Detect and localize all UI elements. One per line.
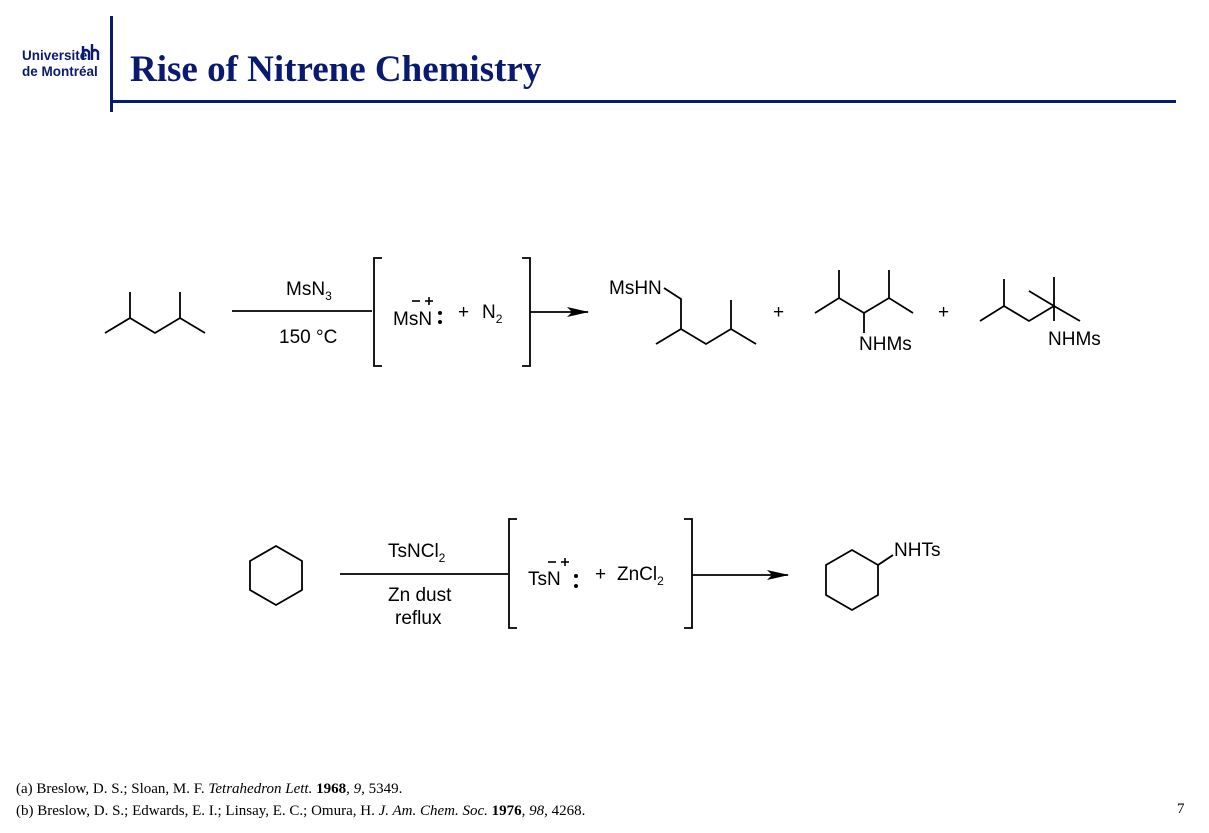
logo-line2: de Montréal bbox=[22, 64, 98, 79]
references: (a) Breslow, D. S.; Sloan, M. F. Tetrahe… bbox=[16, 778, 585, 822]
logo-line1: Université bbox=[22, 48, 88, 63]
plus-sign: + bbox=[458, 302, 469, 323]
bracket-right-2 bbox=[684, 518, 693, 629]
university-logo: Université de Montréal bbox=[10, 44, 102, 88]
plus-sign: + bbox=[595, 564, 606, 585]
bracket-left-1 bbox=[373, 257, 382, 367]
title-underline bbox=[112, 100, 1176, 103]
bracket-left-2 bbox=[508, 518, 517, 629]
page-number: 7 bbox=[1177, 801, 1185, 817]
product2-label: NHMs bbox=[859, 334, 912, 355]
reaction2-conditions-line2: reflux bbox=[395, 608, 442, 629]
nitrene-charges-1 bbox=[412, 297, 433, 305]
lone-pair-dot bbox=[574, 574, 578, 578]
cyclohexane-product bbox=[825, 548, 879, 612]
plus-sign: + bbox=[773, 302, 784, 323]
product3-label: NHMs bbox=[1048, 329, 1101, 350]
byproduct-zinc-chloride: ZnCl2 bbox=[617, 564, 664, 588]
product2-skeleton bbox=[814, 270, 914, 333]
plus-sign: + bbox=[938, 302, 949, 323]
page-title: Rise of Nitrene Chemistry bbox=[130, 49, 542, 90]
logo-emblem-icon bbox=[81, 44, 100, 60]
reference-a: (a) Breslow, D. S.; Sloan, M. F. Tetrahe… bbox=[16, 781, 403, 797]
reference-b: (b) Breslow, D. S.; Edwards, E. I.; Lins… bbox=[16, 803, 586, 819]
intermediate-tosyl-nitrene: TsN bbox=[528, 569, 561, 590]
product-bond bbox=[877, 554, 894, 566]
reaction2-reagent: TsNCl2 bbox=[388, 541, 446, 565]
intermediate-mesyl-nitrene: MsN bbox=[393, 309, 432, 330]
starting-alkane bbox=[104, 292, 206, 335]
product1-label: MsHN bbox=[609, 278, 662, 299]
header-vertical-rule bbox=[110, 16, 113, 112]
product3-skeleton bbox=[979, 277, 1081, 323]
reaction2-conditions-line1: Zn dust bbox=[388, 585, 452, 606]
cyclohexane-reactant bbox=[249, 544, 303, 607]
product1-skeleton bbox=[655, 287, 757, 346]
lone-pair-dot bbox=[438, 320, 442, 324]
reaction1-conditions: 150 °C bbox=[279, 327, 337, 348]
byproduct-nitrogen: N2 bbox=[482, 302, 503, 326]
product-nhts-label: NHTs bbox=[894, 540, 940, 561]
lone-pair-dot bbox=[574, 584, 578, 588]
bracket-right-1 bbox=[522, 257, 531, 367]
reaction1-reagent: MsN3 bbox=[286, 279, 332, 303]
lone-pair-dot bbox=[438, 311, 442, 315]
nitrene-charges-2 bbox=[548, 558, 569, 566]
